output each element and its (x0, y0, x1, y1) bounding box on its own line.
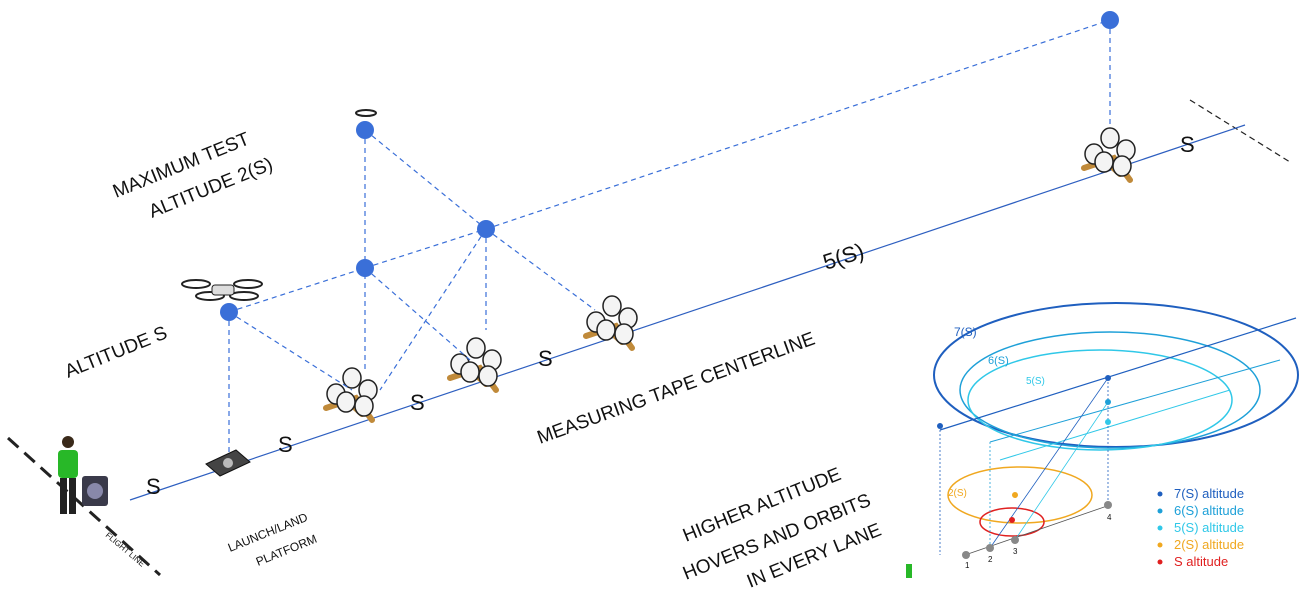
altitude-node (220, 303, 238, 321)
diagonal-connector (364, 267, 471, 361)
orbit-ring-2s (947, 466, 1093, 524)
altitude-s-label: ALTITUDE S (62, 323, 170, 383)
inset-lane-number: 2 (988, 555, 993, 564)
inset-operator (906, 564, 912, 578)
legend-bullet (1157, 559, 1163, 565)
inset-ring-label: 5(S) (1026, 376, 1045, 387)
legend-item: 5(S) altitude (1174, 520, 1244, 535)
operator-figure (58, 436, 78, 514)
legend-bullet (1157, 542, 1163, 548)
bucket-stand-icon (583, 295, 638, 351)
inset-ring-label: 2(S) (948, 488, 967, 499)
legend-bullet (1157, 508, 1163, 514)
legend: 7(S) altitude 6(S) altitude 5(S) altitude 2… (1157, 486, 1244, 569)
orbit-ring-7s (933, 302, 1299, 448)
flight-line-label: FLIGHT LINE (104, 531, 147, 569)
inset-lane-number: 4 (1107, 513, 1112, 522)
far-end-line (1189, 99, 1291, 163)
controller-icon (82, 476, 108, 506)
inset-stand-icons (962, 501, 1112, 559)
altitude-2s-long-connector (485, 19, 1111, 230)
legend-item: 7(S) altitude (1174, 486, 1244, 501)
segment-label: S (538, 346, 553, 371)
altitude-s-connector (228, 267, 366, 313)
legend-bullet (1157, 525, 1163, 531)
inset-ring-label: 6(S) (988, 355, 1009, 367)
launch-land-platform (205, 449, 251, 477)
diagonal-connector (485, 228, 596, 311)
drone-icon (355, 109, 377, 117)
measuring-tape-centerline (129, 124, 1246, 501)
orbit-inset: 7(S) 6(S) 5(S) 2(S) 1 2 3 4 (906, 302, 1299, 578)
legend-bullet (1157, 491, 1163, 497)
drone-icon (181, 279, 263, 301)
segment-label: S (1180, 132, 1195, 157)
segment-label: S (278, 432, 293, 457)
altitude-node (477, 220, 495, 238)
orbit-ring-5s (967, 349, 1233, 451)
flight-line (6, 436, 162, 577)
altitude-s-connector (364, 228, 487, 269)
inset-ring-label: 7(S) (954, 325, 977, 339)
inset-lane-number: 3 (1013, 547, 1018, 556)
altitude-node (1101, 11, 1119, 29)
bucket-stand-icon (1081, 127, 1136, 183)
max-altitude-connector (364, 129, 487, 230)
segment-label: S (410, 390, 425, 415)
diagonal-connector (228, 311, 353, 391)
legend-item: 6(S) altitude (1174, 503, 1244, 518)
legend-item: 2(S) altitude (1174, 537, 1244, 552)
altitude-node (356, 259, 374, 277)
segment-label: S (146, 474, 161, 499)
bucket-stand-icon (447, 337, 502, 393)
orbit-ring-s (979, 507, 1045, 537)
bucket-stand-icon (323, 367, 378, 423)
measuring-tape-label: MEASURING TAPE CENTERLINE (535, 328, 818, 448)
orbit-ring-6s (959, 331, 1261, 449)
five-s-label: 5(S) (820, 238, 867, 275)
inset-lane-number: 1 (965, 561, 970, 570)
altitude-node (356, 121, 374, 139)
legend-item: S altitude (1174, 554, 1228, 569)
